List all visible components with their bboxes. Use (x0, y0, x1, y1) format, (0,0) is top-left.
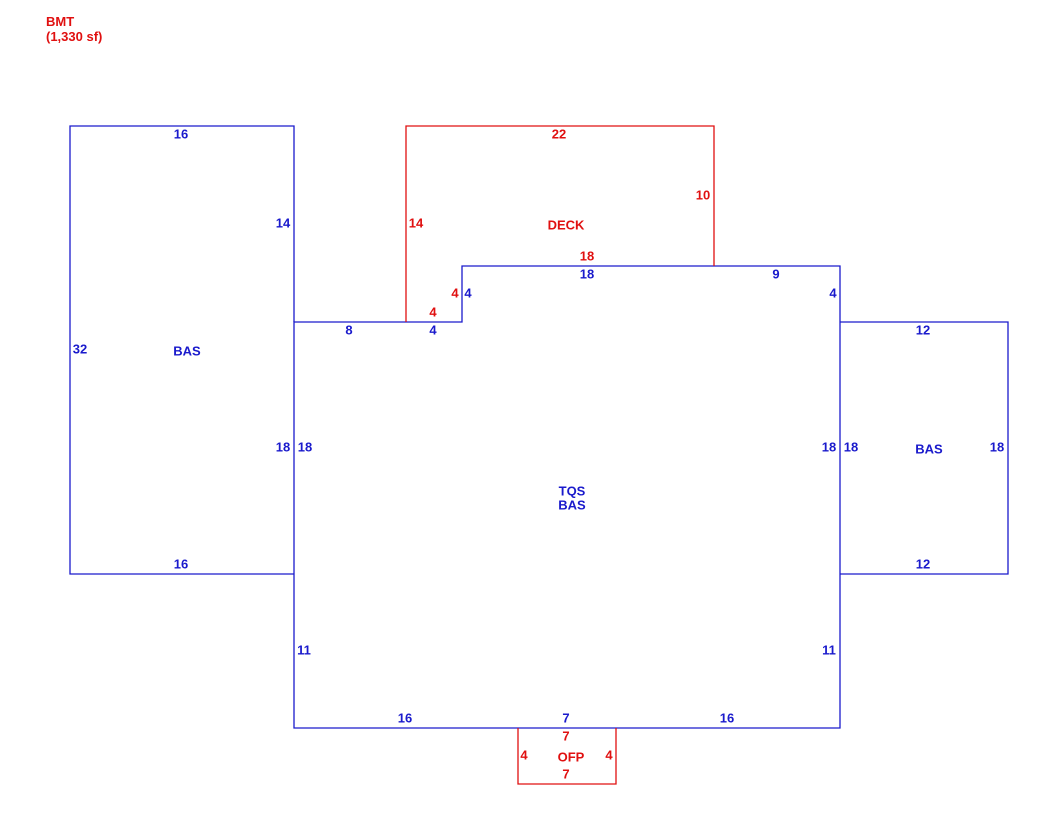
main-dim-top-right: 9 (772, 266, 779, 281)
ofp-dim-left: 4 (520, 747, 528, 762)
ofp-dim-right: 4 (605, 747, 613, 762)
main-dim-top-step-h: 4 (429, 322, 437, 337)
right-bas-dim-top: 12 (916, 322, 930, 337)
ofp-label: OFP (558, 749, 585, 764)
ofp-dim-bottom: 7 (562, 766, 569, 781)
main-dim-right-lower: 11 (822, 642, 836, 657)
deck-dim-step-vertical: 4 (451, 285, 459, 300)
deck-outline (405, 125, 715, 322)
deck-dim-bottom: 18 (580, 248, 594, 263)
left-bas-label: BAS (173, 343, 201, 358)
main-label-line2: BAS (558, 497, 586, 512)
left-bas-dim-right-upper: 14 (276, 215, 291, 230)
deck-dim-step-horizontal: 4 (429, 304, 437, 319)
deck-dim-left: 14 (409, 215, 424, 230)
ofp-outline (517, 728, 617, 785)
main-area-outline (293, 265, 841, 729)
main-dim-right-upper: 18 (822, 439, 836, 454)
main-dim-top-mid: 18 (580, 266, 594, 281)
right-bas-dim-left: 18 (844, 439, 858, 454)
left-bas-dim-top: 16 (174, 126, 188, 141)
deck-dim-top: 22 (552, 126, 566, 141)
main-dim-top-step-v: 4 (464, 285, 472, 300)
main-dim-bottom-left: 16 (398, 710, 412, 725)
right-bas-outline (840, 321, 1009, 575)
right-bas-dim-right: 18 (990, 439, 1004, 454)
right-bas-dim-bottom: 12 (916, 556, 930, 571)
sketch-area-total: (1,330 sf) (46, 29, 103, 44)
main-dim-right-step: 4 (829, 285, 837, 300)
ofp-dim-top: 7 (562, 728, 569, 743)
sketch-title: BMT (46, 14, 75, 29)
main-dim-top-left: 8 (345, 322, 352, 337)
left-bas-outline (69, 125, 295, 575)
main-dim-left-upper: 18 (298, 439, 312, 454)
main-label-line1: TQS (559, 483, 586, 498)
main-dim-left-lower: 11 (297, 642, 311, 657)
left-bas-dim-bottom: 16 (174, 556, 188, 571)
left-bas-dim-right-lower: 18 (276, 439, 290, 454)
main-dim-bottom-right: 16 (720, 710, 734, 725)
main-dim-bottom-mid: 7 (562, 710, 569, 725)
right-bas-label: BAS (915, 441, 943, 456)
left-bas-dim-left: 32 (73, 341, 87, 356)
deck-dim-right: 10 (696, 187, 710, 202)
deck-label: DECK (548, 217, 585, 232)
